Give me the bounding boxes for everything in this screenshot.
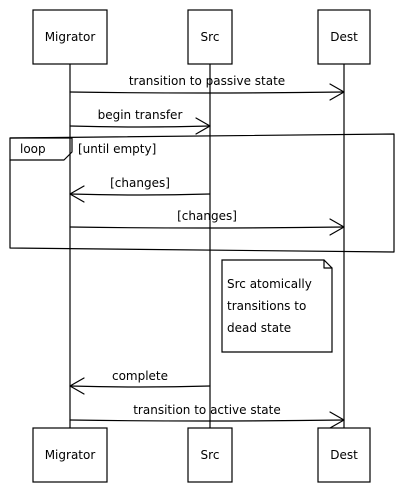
arrowhead-icon [329, 411, 345, 429]
message-changes-from-src: [changes] [69, 176, 211, 203]
participant-src-label: Src [201, 30, 220, 44]
loop-frame: loop [until empty] [9, 133, 395, 253]
participant-src-bottom: Src [187, 427, 233, 483]
message-transition-to-passive: transition to passive state [69, 74, 345, 101]
participant-src-top: Src [187, 9, 233, 65]
participant-dest-label: Dest [330, 30, 358, 44]
message-label: begin transfer [98, 108, 183, 122]
loop-condition: [until empty] [78, 142, 156, 156]
message-label: [changes] [177, 209, 237, 223]
loop-label: loop [20, 142, 46, 156]
arrowhead-icon [329, 218, 345, 236]
participant-dest-label: Dest [330, 448, 358, 462]
note-line-2: transitions to [227, 299, 306, 313]
arrowhead-icon [329, 83, 345, 101]
participant-migrator-label: Migrator [45, 30, 96, 44]
note: Src atomically transitions to dead state [221, 259, 333, 353]
message-complete: complete [69, 369, 211, 395]
message-label: transition to active state [133, 403, 281, 417]
participant-src-label: Src [201, 448, 220, 462]
message-transition-to-active: transition to active state [69, 403, 345, 429]
note-line-3: dead state [227, 321, 291, 335]
note-line-1: Src atomically [227, 277, 312, 291]
participant-dest-bottom: Dest [317, 427, 371, 483]
message-changes-to-dest: [changes] [69, 209, 345, 236]
arrowhead-icon [69, 377, 85, 395]
message-label: transition to passive state [129, 74, 285, 88]
arrowhead-icon [195, 117, 211, 135]
message-begin-transfer: begin transfer [69, 108, 211, 135]
participant-dest-top: Dest [317, 9, 371, 65]
participant-migrator-bottom: Migrator [32, 427, 108, 483]
message-label: complete [112, 369, 168, 383]
participant-migrator-top: Migrator [32, 9, 108, 65]
arrowhead-icon [69, 185, 85, 203]
participant-migrator-label: Migrator [45, 448, 96, 462]
message-label: [changes] [110, 176, 170, 190]
